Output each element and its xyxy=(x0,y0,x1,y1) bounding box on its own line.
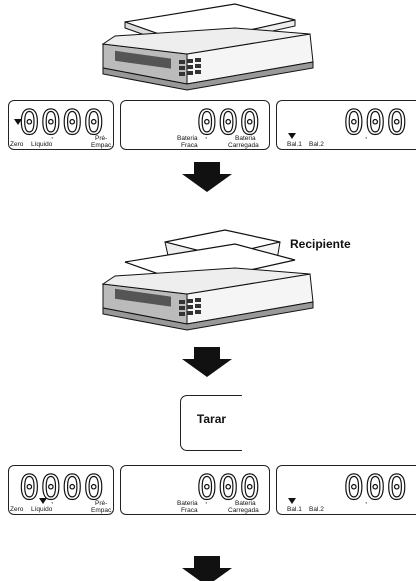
scale-with-container-illustration xyxy=(101,229,314,331)
label-bateria-carregada-1: Bateria xyxy=(235,135,256,142)
label-zero: Zero xyxy=(10,506,24,513)
decimal-mark: , xyxy=(365,496,368,505)
decimal-mark: , xyxy=(51,131,54,140)
tare-key[interactable]: Tarar xyxy=(180,395,242,451)
scale-illustration xyxy=(101,3,314,91)
label-liquido: Líquido xyxy=(31,506,53,513)
total-digits: 000 xyxy=(343,468,408,508)
label-bal1: Bal.1 xyxy=(287,141,302,148)
display-total: 000 , Bal.1 Bal.2 xyxy=(276,100,416,150)
display-unit-price: 000 , Bateria Fraca Bateria Carregada xyxy=(120,100,270,150)
label-bateria-fraca-2: Fraca xyxy=(181,142,198,149)
display-weight: 0000 , Zero Líquido Pré- Empac. xyxy=(8,465,114,515)
decimal-mark: , xyxy=(365,131,368,140)
label-zero: Zero xyxy=(10,141,24,148)
container-label: Recipiente xyxy=(290,237,351,251)
label-pre: Pré- xyxy=(95,135,108,142)
label-pre: Pré- xyxy=(95,500,108,507)
label-bateria-fraca-2: Fraca xyxy=(181,507,198,514)
display-weight: 0000 , Zero Líquido Pré- Empac. xyxy=(8,100,114,150)
unit-price-digits: 000 xyxy=(196,468,261,508)
label-bateria-carregada-2: Carregada xyxy=(228,507,259,514)
label-bal2: Bal.2 xyxy=(309,141,324,148)
label-bateria-carregada-1: Bateria xyxy=(235,500,256,507)
weight-digits: 0000 xyxy=(19,103,105,143)
decimal-mark: , xyxy=(205,496,208,505)
unit-price-digits: 000 xyxy=(196,103,261,143)
label-bateria-carregada-2: Carregada xyxy=(228,142,259,149)
arrow-down-icon xyxy=(182,162,232,192)
display-unit-price: 000 , Bateria Fraca Bateria Carregada xyxy=(120,465,270,515)
decimal-mark: , xyxy=(205,131,208,140)
zero-indicator-icon xyxy=(14,119,22,125)
display-total: 000 , Bal.1 Bal.2 xyxy=(276,465,416,515)
arrow-down-icon xyxy=(182,556,232,581)
bal1-indicator-icon xyxy=(288,498,296,504)
decimal-mark: , xyxy=(51,496,54,505)
label-bateria-fraca-1: Bateria xyxy=(177,135,198,142)
net-indicator-icon xyxy=(39,498,47,504)
label-empac: Empac. xyxy=(91,507,114,514)
label-liquido: Líquido xyxy=(31,141,53,148)
total-digits: 000 xyxy=(343,103,408,143)
bal1-indicator-icon xyxy=(288,133,296,139)
tare-key-label: Tarar xyxy=(196,412,227,426)
label-bal2: Bal.2 xyxy=(309,506,324,513)
arrow-down-icon xyxy=(182,347,232,377)
label-bal1: Bal.1 xyxy=(287,506,302,513)
label-bateria-fraca-1: Bateria xyxy=(177,500,198,507)
label-empac: Empac. xyxy=(91,142,114,149)
weight-digits: 0000 xyxy=(19,468,105,508)
